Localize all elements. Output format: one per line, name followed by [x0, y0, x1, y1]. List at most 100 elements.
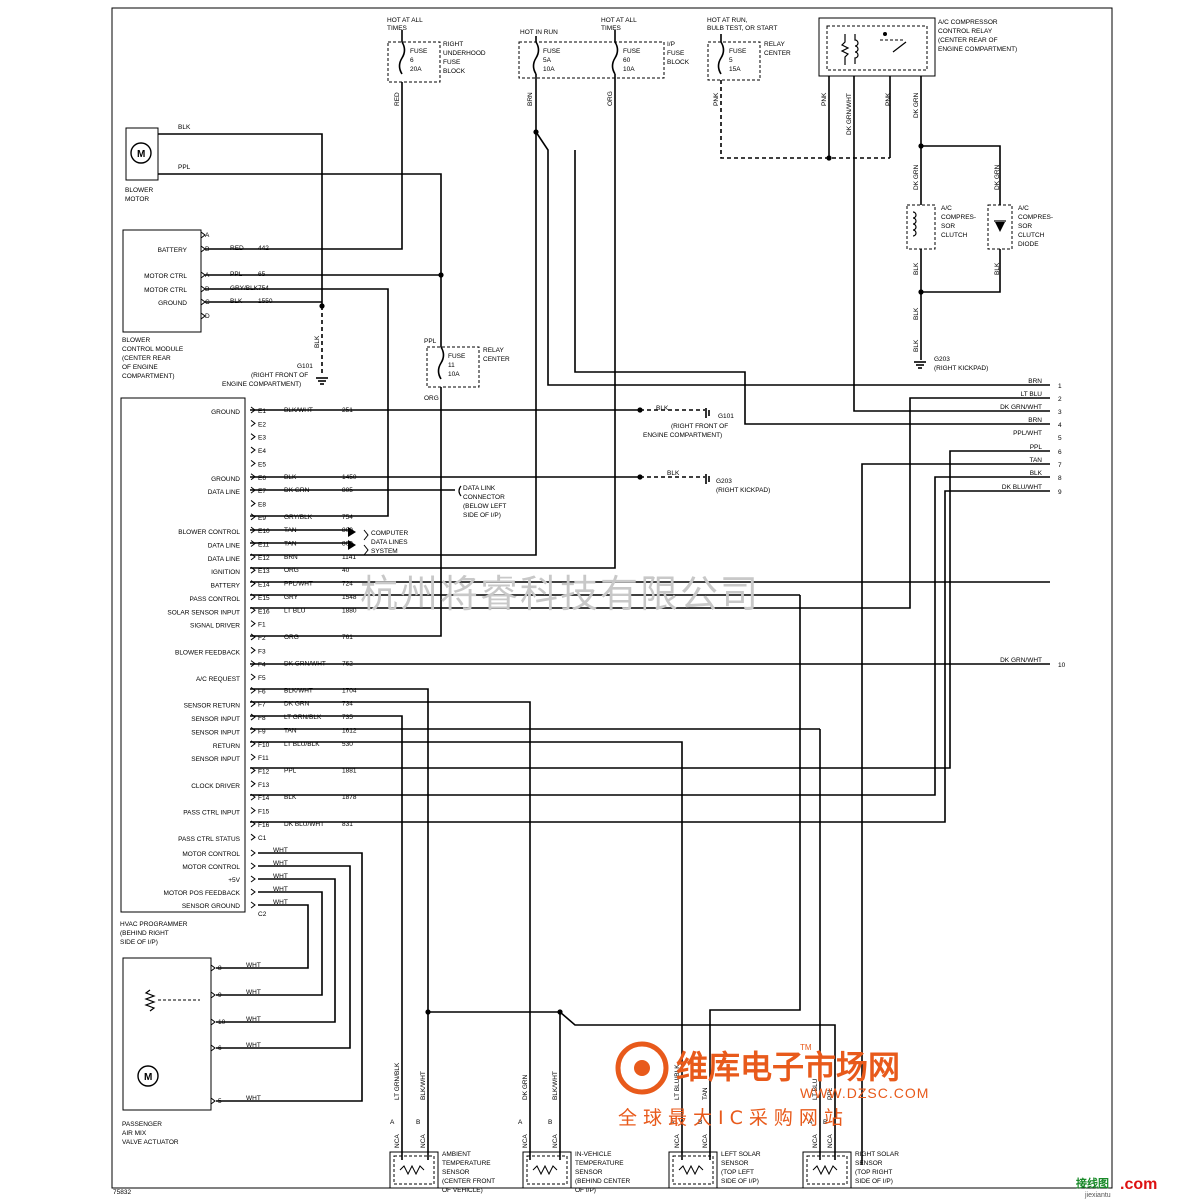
programmer-pin-id: F5 — [258, 675, 266, 682]
fuse-60-block: HOT AT ALL TIMES FUSE 60 10A I/P FUSE BL… — [601, 17, 690, 106]
bus-terminal-number: 5 — [1058, 435, 1062, 442]
c1-wire-color: WHT — [273, 886, 288, 893]
ac-relay-label-3: (CENTER REAR OF — [938, 37, 998, 44]
ac-relay-wire-2: DK GRN/WHT — [846, 93, 853, 135]
wire-gry-blk-754 — [205, 288, 389, 517]
sensor-label-line: OF VEHICLE) — [442, 1187, 483, 1194]
ac-relay-wire-4: DK GRN — [913, 92, 920, 118]
sensor-box — [389, 1151, 439, 1189]
splice-dot — [637, 474, 643, 480]
ground-g101-top: BLK G101 (RIGHT FRONT OF ENGINE COMPARTM… — [222, 335, 328, 388]
programmer-wire-color: TAN — [284, 727, 297, 734]
fuse-6-side-2: UNDERHOOD — [443, 50, 486, 57]
bcm-pin-id: D — [205, 313, 210, 320]
bus-wire-color: DK GRN/WHT — [1000, 404, 1042, 411]
sensor-wire-color: LT BLU — [812, 1078, 819, 1100]
bus-terminal-number: 8 — [1058, 475, 1062, 482]
sensor-2: DK GRNANCABLK/WHTBNCAIN-VEHICLETEMPERATU… — [518, 1071, 631, 1194]
sensor-wire-color: TAN — [702, 1087, 709, 1100]
blower-motor-wire-blk: BLK — [178, 124, 191, 131]
actuator-wire-color: WHT — [246, 1042, 261, 1049]
corner-cn: 接线图 — [1076, 1176, 1109, 1190]
wire-dk-grn-diode — [921, 145, 1001, 205]
fuse-60-side-2: FUSE — [667, 50, 685, 57]
programmer-wire-color: GRY — [284, 594, 299, 601]
c1-wire-color: WHT — [273, 899, 288, 906]
programmer-pin-chevron — [250, 833, 256, 841]
sensor-element — [678, 1164, 704, 1176]
sensor-label-line: TEMPERATURE — [442, 1160, 491, 1167]
ac-clutch-label-1: A/C — [941, 205, 952, 212]
ac-clutch-wire-bot: BLK — [913, 262, 920, 275]
bus-wire-color: DK GRN/WHT — [1000, 657, 1042, 664]
programmer-pin-chevron — [250, 419, 256, 427]
fuse-5-header-2: BULB TEST, OR START — [707, 25, 777, 32]
ac-relay-wire-3: PNK — [885, 92, 892, 106]
programmer-pin-id: E1 — [258, 408, 266, 415]
ac-diode-label-1: A/C — [1018, 205, 1029, 212]
fuse-6-side-3: FUSE — [443, 59, 461, 66]
sensor-element — [812, 1164, 838, 1176]
sensor-group: LT GRN/BLKANCABLK/WHTBNCAAMBIENTTEMPERAT… — [389, 1062, 899, 1194]
fuse-5-rating: 15A — [729, 66, 741, 73]
sensor-label-line: RIGHT SOLAR — [855, 1151, 899, 1158]
programmer-pin-id: F6 — [258, 688, 266, 695]
programmer-pin-name: SENSOR INPUT — [191, 729, 240, 736]
programmer-pin-id: E8 — [258, 501, 266, 508]
diagram-id: 75832 — [113, 1189, 131, 1196]
programmer-pin-chevron — [250, 807, 256, 814]
ac-diode-label-5: DIODE — [1018, 241, 1039, 248]
programmer-wire-color: PPL/WHT — [284, 581, 313, 588]
programmer-pin-id: F15 — [258, 809, 270, 816]
sensor-label-line: SIDE OF I/P) — [721, 1178, 759, 1185]
sensor-label-line: (CENTER FRONT — [442, 1178, 495, 1185]
programmer-pin-id: F7 — [258, 702, 266, 709]
fuse-5a-header: HOT IN RUN — [520, 29, 558, 36]
fuse-11-rating: 10A — [448, 371, 460, 378]
programmer-pin-id: F3 — [258, 648, 266, 655]
c1-pin-name: MOTOR CONTROL — [182, 864, 240, 871]
fuse-5a-label: FUSE — [543, 48, 561, 55]
sensor-pin-id: A — [518, 1119, 523, 1126]
c1-pin-chevron — [250, 875, 256, 883]
programmer-pin-name: SOLAR SENSOR INPUT — [167, 609, 240, 616]
programmer-pin-id: F13 — [258, 782, 270, 789]
programmer-pin-id: E11 — [258, 542, 269, 549]
programmer-pin-chevron — [250, 633, 256, 641]
programmer-pin-name: RETURN — [213, 743, 240, 750]
sensor-label-line: (BEHIND CENTER — [575, 1178, 631, 1185]
programmer-circuit-number: 724 — [342, 581, 353, 588]
fuse-5-side-1: RELAY — [764, 41, 785, 48]
actuator-pin-chevron — [210, 1018, 216, 1026]
bcm-pin-chevron — [200, 312, 206, 320]
logo-url: WWW.DZSC.COM — [800, 1085, 929, 1101]
wire-lt-blu-1880 — [250, 397, 1050, 609]
fuse-6-wire-color: RED — [394, 92, 401, 106]
programmer-pin-id: E13 — [258, 568, 270, 575]
cdl-label-2: DATA LINES — [371, 539, 408, 546]
ac-relay-label-2: CONTROL RELAY — [938, 28, 993, 35]
programmer-pin-id: F2 — [258, 635, 266, 642]
programmer-pin-id: E4 — [258, 448, 266, 455]
sensor-box — [668, 1151, 718, 1189]
programmer-wire-color: GRY/BLK — [284, 514, 313, 521]
splice-dot — [637, 407, 643, 413]
sensor-pin-id: B — [548, 1119, 552, 1126]
fuse-5a-number: 5A — [543, 57, 552, 64]
wire-wht-motor-ctrl-1 — [216, 852, 363, 1102]
bcm-label-2: CONTROL MODULE — [122, 346, 184, 353]
programmer-pin-id: E9 — [258, 515, 266, 522]
fuse-11-bottom-wire: ORG — [424, 395, 439, 402]
dlc-label-3: (BELOW LEFT — [463, 503, 506, 510]
programmer-circuit-number: 1548 — [342, 594, 357, 601]
fuse-6-label: FUSE — [410, 48, 428, 55]
fuse-60-header-2: TIMES — [601, 25, 622, 32]
programmer-pin-id: F14 — [258, 795, 270, 802]
g203-mid-wire: BLK — [667, 470, 680, 477]
g101-top-label-1: G101 — [297, 363, 313, 370]
programmer-circuit-number: 761 — [342, 634, 353, 641]
wire-blk-diode — [921, 249, 1001, 293]
